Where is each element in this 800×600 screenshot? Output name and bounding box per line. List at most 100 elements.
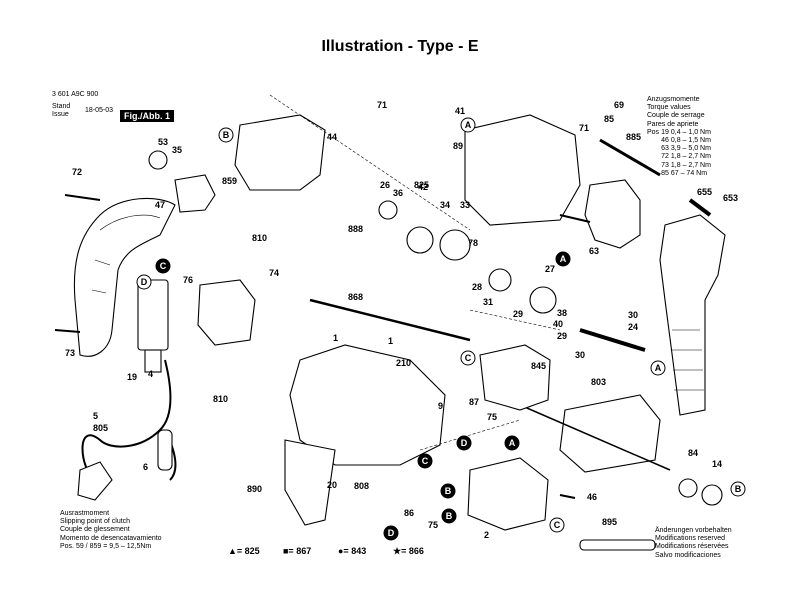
bearing-part [701,484,723,506]
part-number-label: 653 [723,193,738,203]
legend-item: ▲= 825 [228,546,260,556]
ring-part [488,268,512,292]
part-number-label: 86 [404,508,414,518]
gear-part [439,229,471,261]
part-number-label: 885 [626,132,641,142]
page-title: Illustration - Type - E [321,38,479,55]
washer-part [148,150,168,170]
callout-circle [730,481,746,497]
part-number-label: 895 [602,517,617,527]
callout-marker: A [650,360,666,376]
gearbox-housing-part [464,114,581,226]
part-number-label: 888 [348,224,363,234]
part-number-label: 6 [143,462,148,472]
callout-marker: D [383,525,399,541]
part-number-label: 868 [348,292,363,302]
part-number-label: 38 [557,308,567,318]
gear-housing-part [234,114,326,191]
brush-holder-part [479,344,551,411]
electronics-module-part [197,279,256,346]
callout-marker: C [155,258,171,274]
callout-letter: C [465,353,472,363]
shaft-part [688,198,712,217]
torque-line: Anzugsmomente [647,96,700,103]
part-number-label: 34 [440,200,450,210]
figure-badge: Fig./Abb. 1 [120,110,174,122]
callout-circle [456,435,472,451]
part-number-label: 14 [712,459,722,469]
part-number-label: 85 [604,114,614,124]
part-number-label: 71 [579,123,589,133]
torque-line: Couple de serrage [647,112,705,120]
torque-values-note: Anzugsmomente Torque values Couple de se… [647,96,713,178]
part-number-label: 74 [269,268,279,278]
shaft-part [599,138,661,177]
part-number-label: 78 [468,238,478,248]
switch-part [137,279,169,351]
cord-sleeve-part [157,429,173,471]
callout-letter: A [655,363,662,373]
part-number-label: 72 [72,167,82,177]
issue-label: Issue [52,111,69,118]
chuck-part [584,179,641,249]
callout-letter: B [735,484,742,494]
part-number-label: 33 [460,200,470,210]
part-number-label: 1 [333,333,338,343]
aux-handle-part [659,214,726,416]
changes-line: Salvo modificaciones [655,551,721,559]
clutch-line: Slipping point of clutch [60,518,131,526]
shaft-part [579,328,646,352]
clutch-line: Momento de desencatavamiento [60,534,162,542]
callout-circle [441,508,457,524]
switch-trigger-part [144,349,162,373]
callout-letter: A [560,254,567,264]
callout-letter: D [141,277,148,287]
part-number-label: 26 [380,180,390,190]
part-number-label: 825 [414,180,429,190]
part-number-label: 75 [487,412,497,422]
callout-marker: C [417,453,433,469]
legend-item: ●= 843 [338,546,367,556]
callout-marker: D [136,274,152,290]
callout-circle [555,251,571,267]
part-number-label: 30 [628,310,638,320]
callout-letter: C [554,520,561,530]
callout-letter: A [465,120,472,130]
part-number-label: 210 [396,358,411,368]
part-number-label: 73 [65,348,75,358]
callout-circle [383,525,399,541]
callout-circle [417,453,433,469]
part-number-label: 84 [688,448,698,458]
screw-part [559,214,591,223]
callout-letter: C [422,456,429,466]
part-number-label: 28 [472,282,482,292]
handle-grip-detail [91,214,161,294]
callout-circle [460,350,476,366]
part-number-label: 36 [393,188,403,198]
gear-part [406,226,434,254]
shaft-part [309,298,471,342]
rotor-part [174,174,216,213]
part-number-label: 29 [557,331,567,341]
part-number-label: 655 [697,187,712,197]
part-number-label: 31 [483,297,493,307]
callout-letter: B [223,130,230,140]
part-number-label: 890 [247,484,262,494]
callout-circle [136,274,152,290]
part-number-label: 24 [628,322,638,332]
part-number-label: 20 [327,480,337,490]
part-number-label: 47 [155,200,165,210]
legend-item: ★= 866 [393,546,424,556]
aux-handle-grip-detail [672,329,704,391]
rod-part [579,539,656,551]
part-number-label: 75 [428,520,438,530]
callout-marker: A [504,435,520,451]
clutch-note: Ausrastmoment Slipping point of clutch C… [60,510,162,551]
part-number-label: 41 [455,106,465,116]
part-number-label: 1 [388,336,393,346]
changes-line: Änderungen vorbehalten [655,527,732,534]
